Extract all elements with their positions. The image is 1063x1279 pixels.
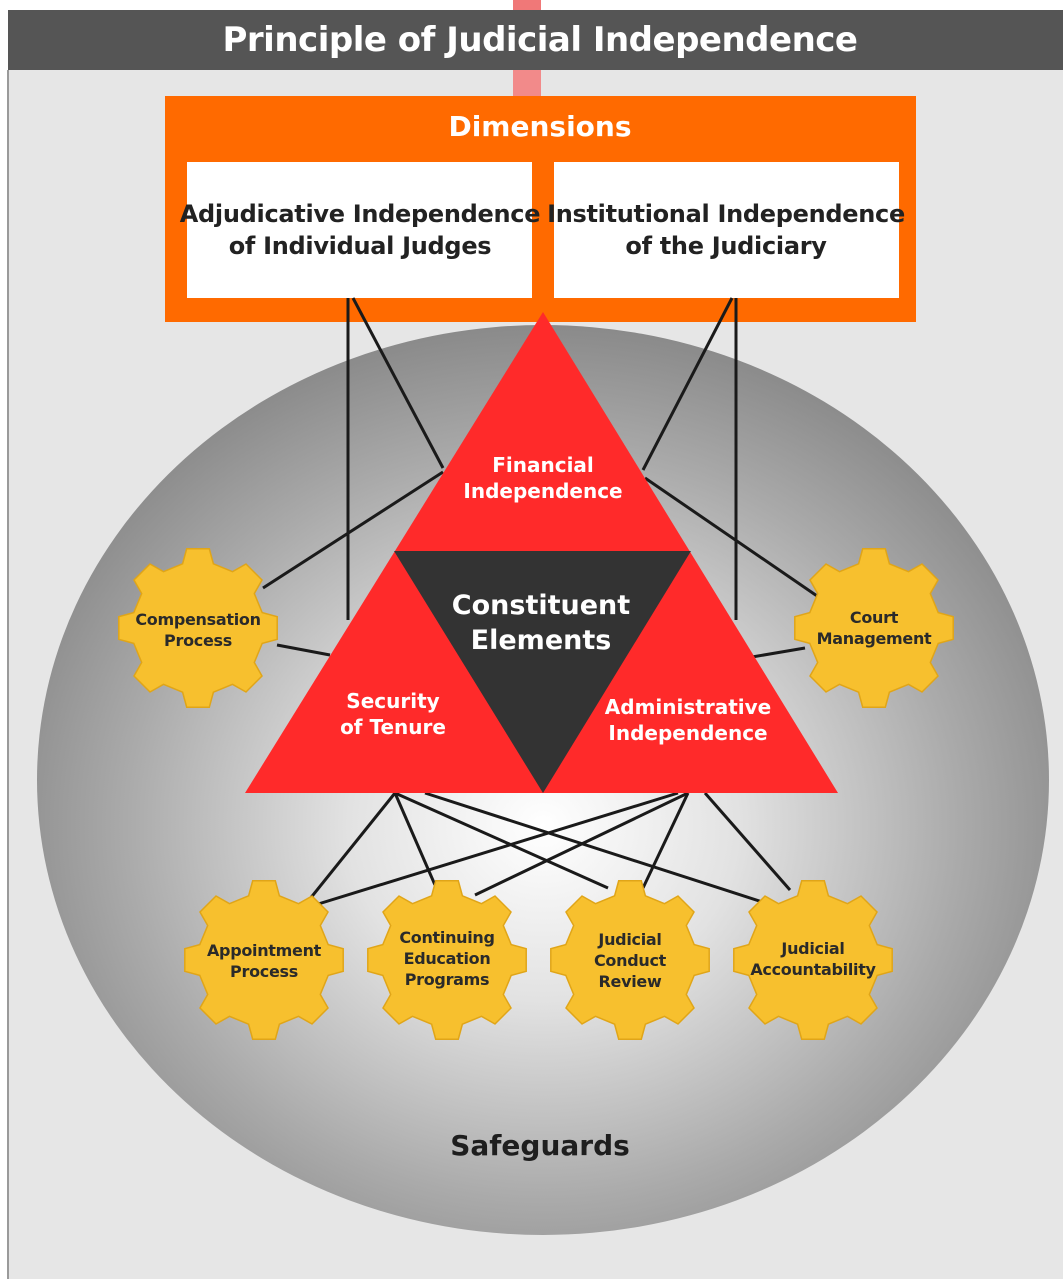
gear-label-line: Process [164, 631, 232, 650]
administrative-independence-line-1: Administrative [605, 695, 771, 719]
security-of-tenure-line-1: Security [346, 689, 439, 713]
administrative-independence-line-2: Independence [608, 721, 767, 745]
gear-icon [794, 548, 954, 708]
connector-line [314, 791, 679, 907]
connector-line [641, 792, 690, 889]
connector-line [351, 297, 445, 469]
gear-label-line: Review [599, 972, 662, 991]
center-line-2: Elements [471, 625, 612, 656]
connector-line [424, 791, 779, 909]
connector-line [644, 476, 821, 600]
gear-label-line: Judicial [597, 930, 661, 949]
court-management-gear: Court Management [794, 548, 954, 708]
gear-icon [733, 880, 893, 1040]
gear-label-line: Management [817, 629, 932, 648]
gear-label-line: Compensation [135, 610, 260, 629]
gear-icon [184, 880, 344, 1040]
institutional-line-2: of the Judiciary [625, 232, 827, 260]
gear-label-line: Process [230, 962, 298, 981]
connector-line [276, 643, 331, 657]
safeguards-label: Safeguards [450, 1129, 630, 1162]
page-title: Principle of Judicial Independence [223, 20, 858, 60]
gear-label-line: Judicial [780, 939, 844, 958]
financial-independence-line-1: Financial [492, 453, 594, 477]
financial-independence-line-2: Independence [463, 479, 622, 503]
judicial-conduct-review-gear: Judicial Conduct Review [550, 880, 710, 1040]
center-line-1: Constituent [452, 590, 630, 621]
gear-icon [118, 548, 278, 708]
gear-icon [367, 880, 527, 1040]
institutional-independence-box [554, 162, 899, 298]
adjudicative-line-1: Adjudicative Independence [180, 200, 540, 228]
constituent-elements-center [394, 551, 691, 793]
top-connector-strip [513, 0, 541, 12]
connector-line [303, 792, 397, 906]
title-bar [8, 10, 1063, 70]
security-of-tenure-line-2: of Tenure [340, 715, 446, 739]
institutional-line-1: Institutional Independence [547, 200, 905, 228]
dimensions-label: Dimensions [448, 110, 631, 143]
connector-line [703, 792, 792, 891]
gear-label-line: Programs [405, 970, 490, 989]
gear-label-line: Continuing [399, 928, 494, 947]
appointment-process-gear: Appointment Process [184, 880, 344, 1040]
connector-line [474, 791, 689, 897]
connector-lines [262, 297, 821, 909]
gear-label-line: Court [850, 608, 899, 627]
compensation-process-gear: Compensation Process [118, 548, 278, 708]
connector-line [641, 297, 734, 471]
connector-line [394, 791, 609, 890]
gear-label-line: Conduct [594, 951, 667, 970]
gear-label-line: Appointment [207, 941, 322, 960]
gear-label-line: Education [404, 949, 491, 968]
connector-line [262, 470, 444, 590]
title-connector-strip [513, 70, 541, 98]
judicial-accountability-gear: Judicial Accountability [733, 880, 893, 1040]
gear-icon [550, 880, 710, 1040]
connector-line [751, 646, 806, 659]
adjudicative-line-2: of Individual Judges [229, 232, 492, 260]
adjudicative-independence-box [187, 162, 532, 298]
continuing-education-gear: Continuing Education Programs [367, 880, 527, 1040]
gear-label-line: Accountability [750, 960, 876, 979]
